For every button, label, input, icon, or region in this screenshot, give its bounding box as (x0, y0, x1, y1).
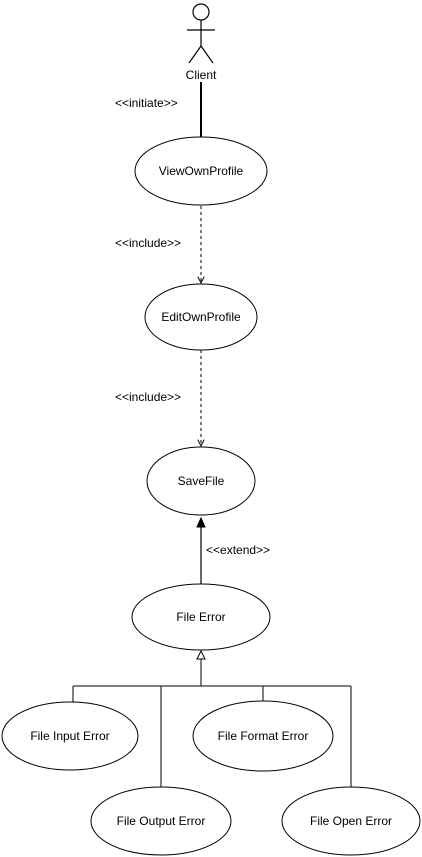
extend-arrowhead (196, 516, 206, 528)
use-case-label: File Output Error (117, 814, 206, 828)
use-case-edit-own-profile[interactable]: EditOwnProfile (144, 283, 258, 351)
client-actor[interactable]: Client (186, 3, 217, 82)
use-case-file-format-error[interactable]: File Format Error (192, 700, 334, 772)
use-case-label: File Format Error (218, 729, 309, 743)
generalization-connectors (72, 649, 352, 787)
use-case-label: ViewOwnProfile (159, 164, 244, 178)
use-case-label: File Input Error (30, 729, 109, 743)
use-case-save-file[interactable]: SaveFile (146, 446, 256, 516)
actor-left-leg (188, 45, 202, 64)
use-case-label: File Error (176, 610, 225, 624)
use-case-label: SaveFile (178, 474, 225, 488)
use-case-file-output-error[interactable]: File Output Error (90, 786, 232, 856)
use-case-file-error[interactable]: File Error (131, 583, 271, 651)
actor-label: Client (186, 68, 217, 82)
include-label-2: <<include>> (115, 390, 181, 404)
use-case-file-open-error[interactable]: File Open Error (281, 786, 421, 856)
use-case-label: File Open Error (310, 814, 392, 828)
initiate-label: <<initiate>> (115, 96, 178, 110)
use-case-file-input-error[interactable]: File Input Error (1, 701, 139, 771)
use-case-view-own-profile[interactable]: ViewOwnProfile (134, 136, 268, 206)
extend-label: <<extend>> (206, 543, 270, 557)
use-case-label: EditOwnProfile (161, 310, 241, 324)
actor-right-leg (200, 45, 214, 64)
actor-head (192, 3, 210, 21)
include-label-1: <<include>> (115, 236, 181, 250)
generalization-arrowhead (196, 649, 206, 660)
